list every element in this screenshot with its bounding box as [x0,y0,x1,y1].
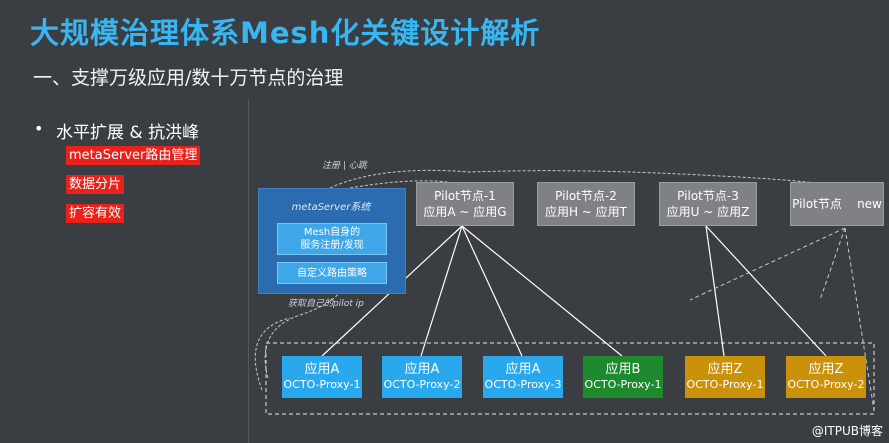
pilot-node-2-range: 应用H ~ 应用T [544,205,628,219]
pilot-node-1-range: 应用A ~ 应用G [423,205,507,219]
link-pilot3-app6 [705,225,827,357]
pilot-node-3: Pilot节点-3 应用U ~ 应用Z [659,182,757,226]
app-z-proxy-1-name: 应用Z [707,362,743,377]
fetch-pilot-ip-note: 获取自己的pilot ip [288,299,364,309]
itpub-watermark: @ITPUB博客 [811,424,883,438]
pilot-node-3-range: 应用U ~ 应用Z [666,205,750,219]
app-a-proxy-3-proxy: OCTO-Proxy-3 [484,378,562,391]
link-pilot1-app3 [461,225,523,357]
bullet-marker: • [34,119,44,138]
pilot-node-2: Pilot节点-2 应用H ~ 应用T [537,182,635,226]
app-a-proxy-2: 应用A OCTO-Proxy-2 [382,356,462,398]
fetch-curve-2 [254,317,291,391]
app-a-proxy-1-proxy: OCTO-Proxy-1 [283,378,361,391]
register-curve [329,169,841,189]
link-newpilot-dashed-1 [689,227,846,301]
link-newpilot-dashed-2 [844,227,875,411]
register-heartbeat-note: 注册 | 心跳 [322,161,367,171]
metaserver-route-strategy: 自定义路由策略 [277,262,387,284]
tag-data-sharding: 数据分片 [66,175,125,194]
app-a-proxy-3: 应用A OCTO-Proxy-3 [483,356,563,398]
app-a-proxy-2-name: 应用A [404,362,440,377]
bullet-main-text: 水平扩展 & 抗洪峰 [56,123,200,143]
pilot-node-3-name: Pilot节点-3 [677,189,739,203]
link-pilot3-app5 [705,225,725,357]
pilot-node-1: Pilot节点-1 应用A ~ 应用G [416,182,514,226]
app-b-proxy-1-name: 应用B [605,362,641,377]
app-z-proxy-1: 应用Z OCTO-Proxy-1 [685,356,765,398]
app-z-proxy-2-name: 应用Z [808,362,844,377]
tag-scaling-effective: 扩容有效 [66,204,125,223]
metaserver-title: metaServer系统 [291,202,371,213]
pilot-node-new-name: Pilot节点 new [792,197,882,211]
app-a-proxy-3-name: 应用A [505,362,541,377]
slide-title: 大规模治理体系Mesh化关键设计解析 [30,16,541,50]
app-z-proxy-1-proxy: OCTO-Proxy-1 [686,378,764,391]
link-newpilot-dashed-3 [819,227,846,301]
link-pilot1-app2 [420,225,463,357]
app-a-proxy-1-name: 应用A [304,362,340,377]
apps-dashed-group [265,342,875,415]
link-pilot1-app4 [461,225,623,357]
vertical-divider [248,100,249,443]
pilot-node-2-name: Pilot节点-2 [555,189,617,203]
pilot-node-1-name: Pilot节点-1 [434,189,496,203]
slide-subtitle: 一、支撑万级应用/数十万节点的治理 [33,67,344,89]
app-a-proxy-2-proxy: OCTO-Proxy-2 [383,378,461,391]
app-b-proxy-1-proxy: OCTO-Proxy-1 [584,378,662,391]
app-b-proxy-1: 应用B OCTO-Proxy-1 [583,356,663,398]
metaserver-service-discovery: Mesh自身的 服务注册/发现 [277,223,387,255]
tag-metaserver-routing: metaServer路由管理 [66,146,201,165]
app-z-proxy-2: 应用Z OCTO-Proxy-2 [786,356,866,398]
app-z-proxy-2-proxy: OCTO-Proxy-2 [787,378,865,391]
pilot-node-new: Pilot节点 new [790,182,884,226]
app-a-proxy-1: 应用A OCTO-Proxy-1 [282,356,362,398]
